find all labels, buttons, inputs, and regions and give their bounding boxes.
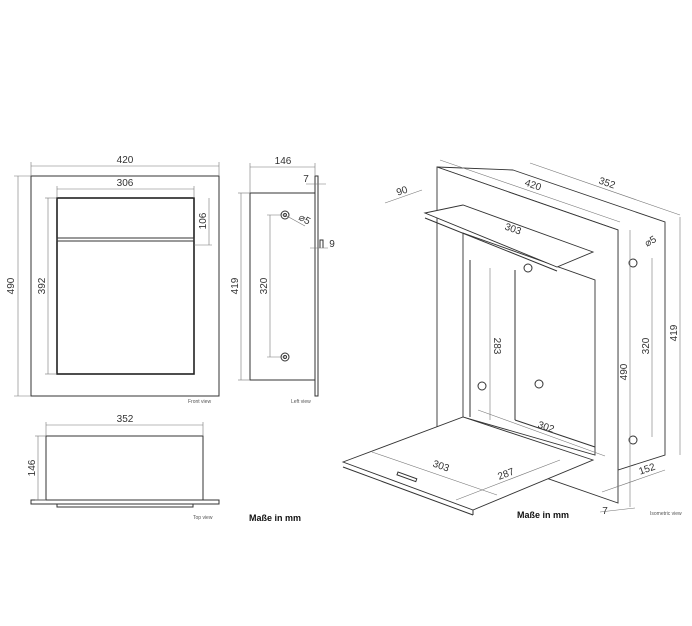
top-view-caption: Top view — [193, 515, 213, 521]
dim-side-depth: 146 — [275, 156, 292, 167]
left-view-caption: Left view — [291, 399, 311, 405]
iso-dim-depth: 352 — [597, 176, 617, 192]
iso-units-note: Maße in mm — [517, 510, 569, 520]
dim-front-inner-height: 392 — [37, 277, 48, 294]
iso-dim-box-depth: 152 — [638, 462, 658, 478]
front-view-caption: Front view — [188, 399, 211, 405]
top-flap — [56, 503, 194, 508]
top-body — [45, 435, 204, 501]
dim-plate-thickness: 7 — [303, 174, 309, 185]
dim-front-width: 420 — [117, 155, 134, 166]
iso-dim-inner-width: 302 — [536, 420, 556, 436]
dim-lip: 9 — [329, 239, 335, 250]
iso-dim-total-height: 490 — [619, 363, 630, 380]
iso-dim-flap-width: 303 — [503, 222, 523, 238]
front-opening — [56, 197, 195, 375]
left-view: ⌀5 146 7 9 320 419 Left view — [230, 156, 335, 405]
dim-slot-height: 106 — [198, 212, 209, 229]
dim-side-height: 419 — [230, 277, 241, 294]
units-note: Maße in mm — [249, 513, 301, 523]
iso-top-flap — [423, 204, 595, 268]
iso-dim-inner-height: 283 — [491, 338, 502, 355]
iso-dim-hole-dia: ⌀5 — [643, 234, 659, 250]
dim-top-width: 352 — [117, 414, 134, 425]
dim-hole-spacing: 320 — [259, 277, 270, 294]
dim-top-depth: 146 — [27, 459, 38, 476]
side-plate — [314, 175, 319, 397]
front-view: 420 306 490 392 106 Front view — [6, 155, 220, 405]
front-slot — [56, 237, 195, 242]
iso-dim-plate: 7 — [602, 506, 608, 517]
front-plate — [30, 175, 220, 397]
top-plate — [30, 499, 220, 505]
iso-door — [341, 416, 595, 511]
dim-front-height: 490 — [6, 277, 17, 294]
iso-dim-box-height: 419 — [669, 324, 680, 341]
isometric-view: 420 352 90 303 ⌀5 320 419 283 490 302 30… — [341, 159, 682, 517]
iso-dim-width: 420 — [523, 178, 543, 194]
top-view: 352 146 Top view — [27, 414, 220, 521]
dim-hole-dia: ⌀5 — [296, 212, 312, 228]
iso-dim-flap-depth: 90 — [395, 184, 410, 198]
iso-dim-hole-spacing: 320 — [641, 337, 652, 354]
iso-dim-door-width: 303 — [431, 459, 451, 475]
dim-front-inner-width: 306 — [117, 178, 134, 189]
isometric-view-caption: Isometric view — [650, 511, 682, 517]
